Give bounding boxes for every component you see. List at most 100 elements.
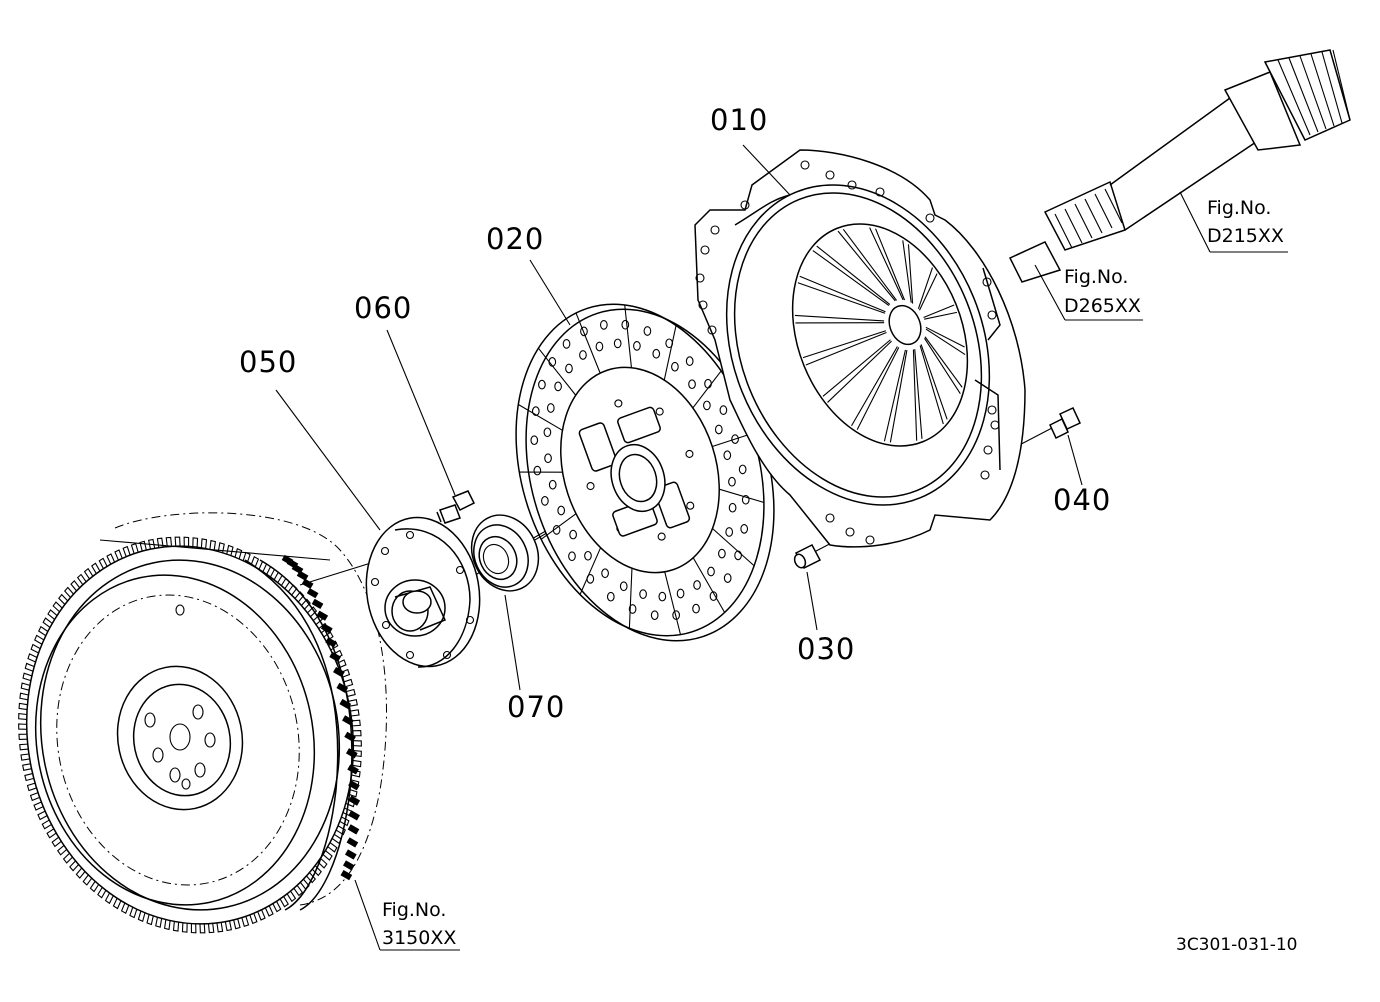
spline-line: [1310, 53, 1335, 127]
gear-tooth-side: [347, 764, 359, 775]
spline-line: [1064, 208, 1083, 244]
gear-tooth: [82, 874, 93, 886]
gear-tooth: [224, 920, 233, 932]
gear-tooth: [199, 923, 206, 934]
cover-bolt-hole: [987, 405, 997, 415]
rivet: [723, 573, 732, 583]
rivet: [639, 589, 647, 599]
rivet: [543, 427, 552, 438]
gear-tooth: [83, 567, 94, 580]
gear-tooth: [250, 555, 260, 568]
rivet: [714, 424, 723, 435]
diaphragm-finger: [837, 228, 898, 302]
gear-tooth: [122, 545, 131, 557]
diaphragm-finger: [869, 227, 906, 301]
callout-030: 030: [797, 632, 855, 666]
rivet: [693, 580, 701, 590]
gear-tooth: [139, 540, 147, 552]
disc-segment-line: [518, 403, 563, 431]
gear-tooth: [352, 729, 362, 737]
gear-tooth: [183, 536, 190, 547]
diaphragm-finger: [917, 267, 938, 311]
rivet: [565, 363, 573, 374]
gear-tooth-side: [347, 824, 360, 835]
gear-tooth-side: [348, 810, 360, 821]
gear-tooth: [181, 922, 188, 933]
gear-tooth: [19, 692, 29, 701]
gear-tooth: [18, 712, 27, 720]
cover-bolt-hole: [983, 445, 993, 455]
gear-tooth: [350, 709, 360, 717]
gear-tooth: [147, 538, 156, 550]
rivet: [652, 348, 661, 359]
gear-tooth: [155, 917, 163, 928]
gear-tooth: [233, 918, 241, 930]
disc-segment-line: [579, 547, 602, 595]
rivet: [741, 494, 750, 505]
disc-segment-line: [628, 568, 633, 629]
hub-hole: [685, 449, 694, 458]
diaphragm-finger: [925, 326, 966, 355]
fig-ref-3150-line2: 3150XX: [382, 927, 456, 949]
rivet: [613, 338, 622, 349]
part-050-flange: [365, 516, 481, 668]
diaphragm-finger: [802, 330, 887, 366]
gear-tooth: [286, 890, 297, 903]
cover-bolt-hole: [825, 513, 835, 523]
gear-tooth-side: [342, 860, 355, 871]
hub-hole: [655, 407, 664, 416]
rivet: [707, 566, 715, 577]
gear-tooth: [209, 539, 217, 551]
rivet: [671, 361, 679, 372]
cover-bolt-holes: [695, 160, 1000, 545]
gear-tooth: [20, 753, 30, 761]
rivet: [562, 339, 571, 349]
gear-tooth: [58, 593, 69, 605]
gear-tooth: [317, 857, 328, 869]
hub-hole: [657, 532, 666, 541]
rivet: [728, 502, 737, 513]
gear-tooth: [51, 836, 62, 848]
rivet: [606, 591, 615, 602]
diaphragm-finger: [883, 349, 908, 443]
spline-line: [1094, 193, 1113, 229]
cover-bolt-hole: [800, 160, 810, 170]
gear-tooth: [234, 548, 243, 560]
shaft-splines: [1054, 49, 1351, 249]
callout-010: 010: [710, 103, 768, 137]
cover-bolt-hole: [982, 277, 992, 287]
spline-line: [1288, 57, 1319, 133]
disc-segment-line: [624, 304, 633, 368]
cover-bolt-hole: [847, 180, 857, 190]
gear-tooth: [104, 892, 114, 905]
gear-tooth: [42, 617, 53, 628]
part-060-bolt: [436, 490, 476, 524]
rivet: [719, 405, 728, 415]
rivet: [579, 350, 587, 360]
cover-bolt-hole: [987, 310, 997, 320]
gear-tooth-side: [340, 870, 353, 881]
rivet: [685, 356, 694, 366]
part-030-pin: [793, 544, 822, 569]
cover-bolt-hole: [700, 245, 710, 255]
gear-tooth: [29, 792, 40, 802]
gear-tooth: [226, 544, 234, 556]
gear-tooth-side: [311, 598, 324, 609]
gear-tooth: [172, 921, 180, 932]
gear-tooth: [129, 907, 138, 919]
fig-ref-d215-line2: D215XX: [1207, 225, 1284, 247]
hub-hole: [614, 399, 623, 408]
gear-tooth: [340, 668, 351, 678]
rivet: [619, 581, 628, 592]
callout-070: 070: [507, 690, 565, 724]
rivet: [601, 568, 609, 579]
spline-line: [1332, 49, 1351, 121]
fig-ref-d265-line1: Fig.No.: [1064, 266, 1128, 288]
gear-tooth-side: [316, 610, 329, 621]
gear-tooth: [336, 659, 347, 669]
gear-tooth: [335, 825, 346, 836]
fig-ref-3150-line1: Fig.No.: [382, 899, 446, 921]
gear-tooth: [70, 579, 81, 592]
cover-bolt-hole: [875, 187, 885, 197]
